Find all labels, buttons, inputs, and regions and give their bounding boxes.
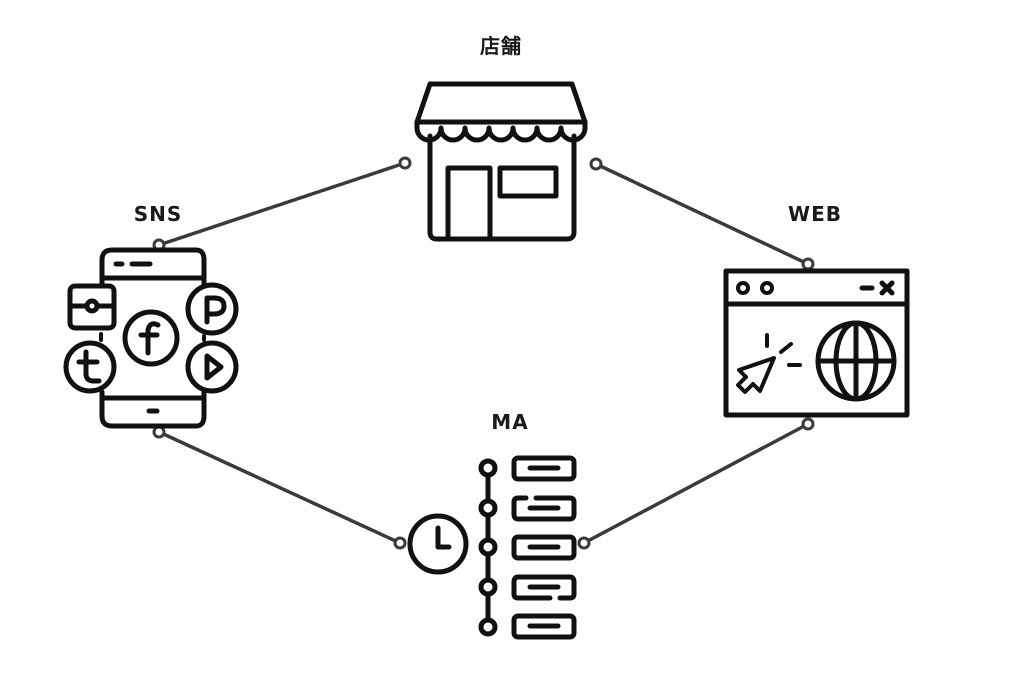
- pinterest-icon: [185, 282, 239, 336]
- connector-dot: [801, 257, 815, 271]
- connector-dot: [589, 157, 603, 171]
- storefront-icon: [414, 81, 588, 242]
- camera-app-icon: [67, 283, 117, 331]
- tumblr-icon: [63, 340, 117, 394]
- timeline-steps: [511, 455, 577, 640]
- node-sns: SNS: [63, 202, 239, 429]
- node-label-ma: MA: [491, 410, 528, 434]
- timeline-nodes: [478, 458, 498, 637]
- edge-store-web: [589, 157, 815, 271]
- connector-dot: [398, 156, 412, 170]
- clock-timeline-icon: [407, 455, 577, 640]
- connector-dot: [577, 536, 591, 550]
- node-label-sns: SNS: [134, 202, 183, 226]
- connector-dot: [801, 417, 815, 431]
- edge-web-ma: [577, 417, 815, 550]
- node-store: 店舗: [414, 34, 588, 242]
- video-play-icon: [185, 340, 239, 394]
- edge-sns-ma: [152, 425, 407, 550]
- smartphone-social-apps-icon: [63, 247, 239, 429]
- globe-icon: [815, 320, 897, 402]
- cursor-click-icon: [736, 333, 802, 394]
- close-icon: [879, 280, 895, 296]
- clock-icon: [407, 513, 469, 575]
- node-web: WEB: [723, 202, 910, 418]
- node-ma: MA: [407, 410, 577, 640]
- edge-sns-store: [152, 156, 412, 252]
- connectors: [152, 156, 815, 550]
- connector-dot: [393, 536, 407, 550]
- node-label-web: WEB: [788, 202, 842, 226]
- browser-window-globe-icon: [723, 268, 910, 418]
- node-label-store: 店舗: [480, 34, 522, 58]
- facebook-icon: [122, 309, 180, 367]
